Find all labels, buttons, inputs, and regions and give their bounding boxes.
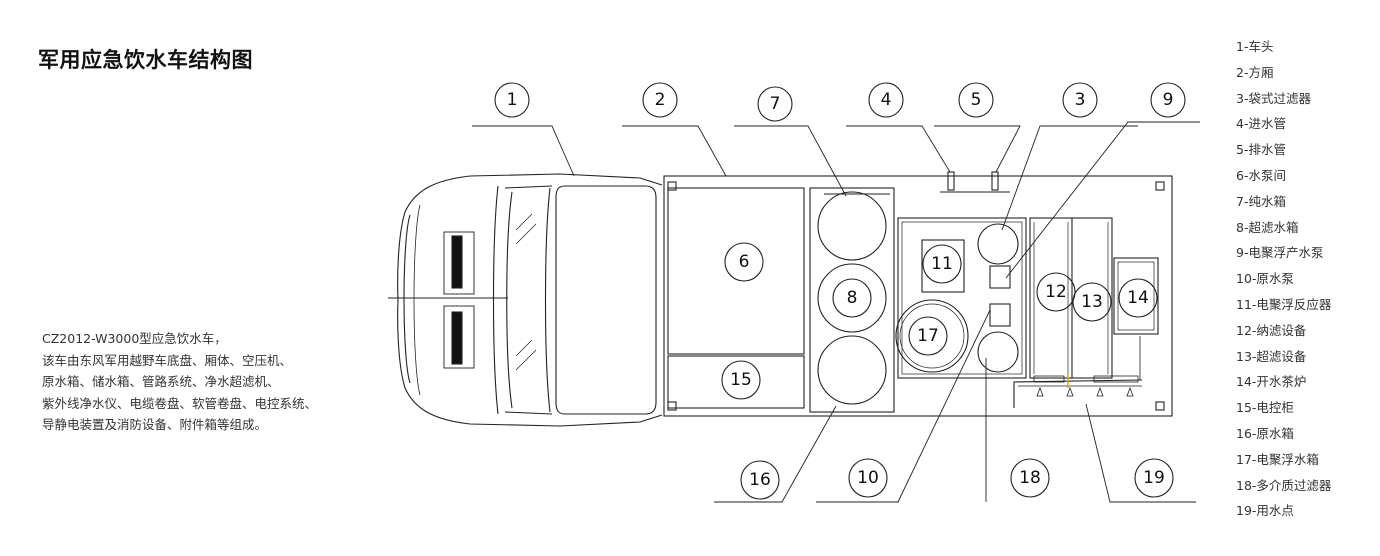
callout-4: 4	[881, 90, 892, 110]
multimedia-filter	[977, 331, 1019, 373]
callout-17: 17	[917, 326, 939, 346]
legend-item: 19-用水点	[1236, 503, 1294, 519]
bag-filter	[977, 223, 1019, 265]
legend-item: 13-超滤设备	[1236, 348, 1307, 364]
box-body	[663, 171, 1173, 417]
raw-water-pump	[989, 303, 1011, 327]
control-cabinet	[667, 355, 805, 409]
pure-water-tank	[817, 191, 887, 261]
legend-item: 16-原水箱	[1236, 425, 1294, 441]
description-line: 原水箱、储水箱、管路系统、净水超滤机、	[42, 374, 280, 389]
callout-15: 15	[730, 370, 752, 390]
legend: 1-车头 2-方厢 3-袋式过滤器 4-进水管 5-排水管 6-水泵间 7-纯水…	[1236, 34, 1331, 524]
legend-item: 3-袋式过滤器	[1236, 90, 1311, 106]
filtration-frame	[1029, 217, 1113, 379]
legend-item: 7-纯水箱	[1236, 193, 1286, 209]
pump-room	[667, 187, 805, 355]
callout-3: 3	[1075, 90, 1086, 110]
legend-item: 1-车头	[1236, 39, 1274, 54]
callout-14: 14	[1127, 288, 1149, 308]
callout-1: 1	[507, 90, 518, 110]
electroflotation-pump	[989, 265, 1011, 289]
legend-item: 17-电聚浮水箱	[1236, 451, 1319, 467]
page-title: 军用应急饮水车结构图	[38, 48, 253, 72]
electroflotation-reactor	[921, 239, 965, 293]
callout-5: 5	[971, 90, 982, 110]
callout-9: 9	[1163, 90, 1174, 110]
mirror-right	[451, 311, 463, 365]
callout-circles	[494, 82, 1186, 500]
legend-item: 14-开水茶炉	[1236, 374, 1307, 390]
cab-outline	[397, 173, 663, 427]
treatment-room	[897, 217, 1027, 379]
legend-item: 4-进水管	[1236, 116, 1286, 132]
legend-item: 12-纳滤设备	[1236, 322, 1307, 338]
leader-lines	[472, 121, 1200, 503]
mirror-left	[451, 235, 463, 289]
description-line: 导静电装置及消防设备、附件箱等组成。	[42, 417, 268, 432]
description-line: CZ2012-W3000型应急饮水车，	[42, 331, 227, 346]
description-line: 紫外线净水仪、电缆卷盘、软管卷盘、电控系统、	[42, 395, 318, 411]
raw-water-tank	[817, 335, 887, 405]
legend-item: 6-水泵间	[1236, 167, 1286, 183]
uf-water-tank	[817, 263, 887, 333]
callout-7: 7	[770, 94, 781, 114]
tanks-frame	[809, 187, 895, 413]
legend-item: 10-原水泵	[1236, 271, 1294, 287]
callout-8: 8	[847, 288, 858, 308]
callout-11: 11	[931, 254, 953, 274]
description-line: 该车由东风军用越野车底盘、厢体、空压机、	[42, 352, 293, 368]
callout-18: 18	[1019, 468, 1041, 488]
callout-2: 2	[655, 90, 666, 110]
callout-12: 12	[1045, 282, 1067, 302]
electroflotation-tank	[895, 299, 969, 373]
callout-6: 6	[739, 252, 750, 272]
legend-item: 18-多介质过滤器	[1236, 477, 1332, 493]
callout-19: 19	[1143, 468, 1165, 488]
outlet-pipe	[991, 171, 999, 191]
description: CZ2012-W3000型应急饮水车， 该车由东风军用越野车底盘、厢体、空压机、…	[42, 328, 362, 436]
water-point-pipe	[1013, 379, 1143, 408]
legend-item: 2-方厢	[1236, 64, 1274, 80]
water-boiler	[1113, 257, 1159, 335]
legend-item: 5-排水管	[1236, 142, 1286, 158]
legend-item: 8-超滤水箱	[1236, 219, 1299, 235]
inlet-pipe	[947, 171, 955, 191]
legend-item: 15-电控柜	[1236, 400, 1294, 416]
legend-item: 11-电聚浮反应器	[1236, 296, 1332, 312]
callout-10: 10	[857, 468, 879, 488]
callout-13: 13	[1081, 292, 1103, 312]
legend-item: 9-电聚浮产水泵	[1236, 245, 1324, 261]
callout-16: 16	[749, 470, 771, 490]
